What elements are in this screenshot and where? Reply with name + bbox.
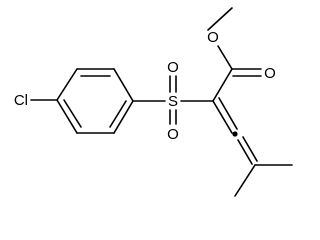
terminal-methyl-bond-left (234, 164, 256, 197)
ester-oxygen-label: O (207, 29, 219, 46)
allene-double-bond-1a (212, 100, 233, 134)
ring-bond-4 (113, 100, 134, 134)
ring-bond-6 (56, 99, 78, 134)
methoxy-bond (207, 7, 233, 31)
alpha-carbon-to-carbonyl-bond (212, 68, 233, 102)
ring-inner-bond-3 (63, 99, 82, 128)
chemical-structure: Cl S O O O O (14, 7, 293, 197)
allene-double-bond-2a (237, 139, 253, 165)
carbonyl-oxygen-label: O (264, 65, 276, 82)
chlorine-label: Cl (14, 92, 28, 109)
benzene-ring (56, 68, 134, 134)
ring-bond-3 (113, 68, 134, 102)
sulfonyl-oxygen-top-label: O (167, 59, 179, 76)
sulfur-label: S (168, 93, 178, 110)
ring-bond-1 (56, 68, 78, 101)
sulfonyl-oxygen-bottom-label: O (167, 126, 179, 143)
allene-double-bond-2b (242, 136, 258, 162)
allene-central-carbon-dot (232, 131, 238, 137)
allene-double-bond-1b (218, 97, 238, 130)
carbonyl-to-ester-oxygen-bond (217, 45, 233, 70)
ring-inner-bond-2 (109, 100, 127, 128)
